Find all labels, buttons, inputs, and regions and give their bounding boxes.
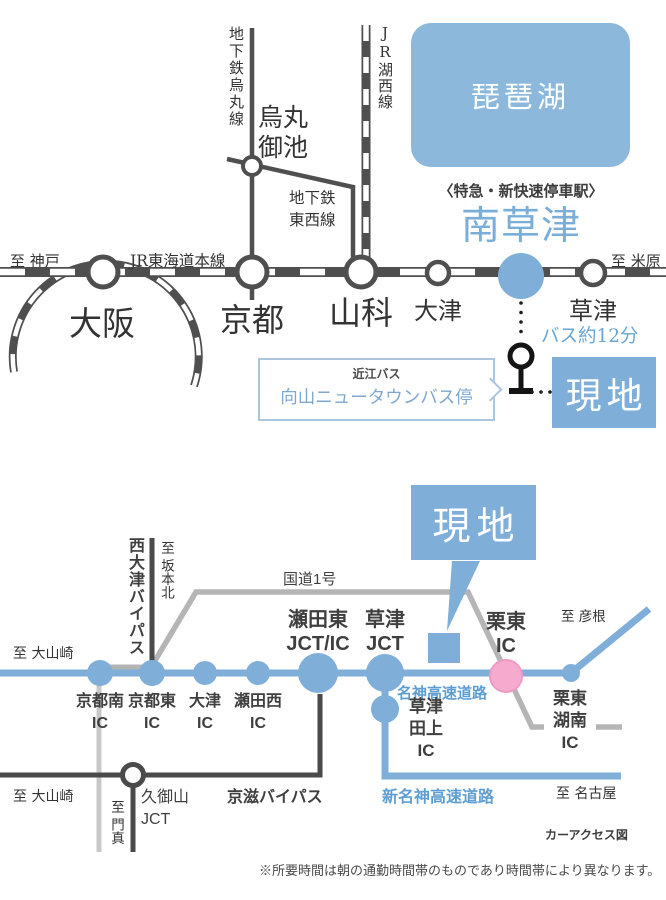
station-minami-kusatsu bbox=[498, 253, 544, 299]
bus-time-label: バス約12分 bbox=[541, 326, 639, 347]
kosei-line-label: JR湖西線 bbox=[376, 24, 394, 110]
bus-stop-icon bbox=[507, 342, 535, 370]
site-box-road: 現地 bbox=[411, 485, 536, 560]
lake-biwa-label: 琵琶湖 bbox=[470, 80, 570, 114]
site-box-road-label: 現地 bbox=[432, 504, 521, 548]
seta-nishi-ic-label: 瀬田西 IC bbox=[233, 693, 282, 732]
tozai-line-path bbox=[226, 156, 356, 268]
kyoto-label: 京都 bbox=[220, 301, 285, 339]
site-square-marker bbox=[428, 633, 460, 663]
keiji-bypass-path bbox=[0, 694, 323, 778]
bus-company-label: 近江バス bbox=[352, 367, 401, 381]
keiji-bypass-label: 京滋バイパス bbox=[227, 789, 323, 806]
seta-higashi-label: 瀬田東 JCT/IC bbox=[286, 609, 350, 655]
travel-time-note: ※所要時間は朝の通勤時間帯のものであり時間帯により異なります。 bbox=[259, 864, 661, 879]
ritto-ic-label: 栗東 IC bbox=[486, 611, 526, 657]
ic-kyoto-higashi bbox=[139, 660, 165, 686]
station-otsu bbox=[424, 259, 452, 287]
ic-kusatsu-tagami bbox=[371, 695, 399, 723]
otsu-label: 大津 bbox=[414, 297, 462, 325]
to-hikone-label: 至 彦根 bbox=[561, 609, 606, 625]
to-nagoya-label: 至 名古屋 bbox=[556, 786, 617, 802]
karasuma-oike-station-label: 烏丸 御池 bbox=[258, 103, 309, 162]
minami-kusatsu-label: 南草津 bbox=[460, 204, 581, 249]
kyoto-higashi-ic-label: 京都東 IC bbox=[127, 693, 176, 732]
site-callout-pointer bbox=[447, 561, 480, 631]
kyoto-minami-ic-label: 京都南 IC bbox=[75, 693, 124, 732]
meishin-label: 名神高速道路 bbox=[397, 685, 488, 702]
yamashina-label: 山科 bbox=[329, 294, 394, 332]
route1-label: 国道1号 bbox=[283, 571, 337, 588]
ic-kyoto-minami bbox=[87, 660, 113, 686]
ic-otsu bbox=[193, 661, 217, 685]
otsu-ic-label: 大津 IC bbox=[188, 693, 221, 732]
to-oyamazaki-upper-label: 至 大山崎 bbox=[13, 646, 74, 662]
osaka-loop-stripes bbox=[10, 261, 201, 387]
station-karasuma-oike bbox=[241, 155, 263, 177]
station-kusatsu bbox=[578, 258, 608, 288]
to-sakamotokita-label: 至 坂本北 bbox=[158, 541, 174, 600]
tozai-line-label: 地下鉄 東西線 bbox=[289, 189, 336, 229]
station-yamashina bbox=[343, 254, 379, 290]
jct-kusatsu bbox=[366, 654, 404, 692]
shin-meishin-label: 新名神高速道路 bbox=[382, 789, 495, 806]
ic-ritto-pink bbox=[489, 659, 523, 693]
jct-ritto-konan bbox=[562, 664, 580, 682]
station-osaka bbox=[85, 254, 121, 290]
to-maibara-label: 至 米原 bbox=[611, 252, 661, 270]
kusatsu-jct-label: 草津 JCT bbox=[365, 609, 405, 655]
bus-stop-callout: 近江バス 向山ニュータウンバス停 bbox=[258, 358, 495, 421]
to-oyamazaki-lower-label: 至 大山崎 bbox=[13, 789, 74, 805]
car-access-caption: カーアクセス図 bbox=[545, 828, 628, 842]
ic-seta-nishi bbox=[246, 661, 270, 685]
ritto-konan-ic-label: 栗東 湖南 IC bbox=[544, 688, 596, 755]
karasuma-line-label: 地下鉄烏丸線 bbox=[227, 26, 245, 128]
site-box-rail-label: 現地 bbox=[565, 375, 648, 417]
lake-biwa: 琵琶湖 bbox=[411, 23, 630, 167]
jct-seta-higashi bbox=[298, 653, 338, 693]
site-box-rail: 現地 bbox=[552, 357, 656, 428]
kusatsu-tagami-ic-label: 草津 田上 IC bbox=[409, 697, 443, 761]
osaka-label: 大阪 bbox=[69, 304, 135, 343]
bus-stop-name-label: 向山ニュータウンバス停 bbox=[280, 388, 473, 408]
to-kobe-label: 至 神戸 bbox=[10, 252, 60, 270]
nishiotsu-bypass-label: 西大津バイパス bbox=[126, 537, 143, 656]
express-stop-note: 〈特急・新快速停車駅〉 bbox=[438, 183, 604, 200]
station-kyoto bbox=[234, 254, 270, 290]
kumiyama-jct-label: 久御山 JCT bbox=[141, 789, 190, 828]
tokaido-line-label: JR東海道本線 bbox=[130, 252, 226, 270]
kusatsu-label: 草津 bbox=[569, 297, 617, 325]
kumiyama-jct-circle bbox=[120, 762, 146, 788]
to-kadoma-label: 至 門真 bbox=[108, 800, 124, 845]
